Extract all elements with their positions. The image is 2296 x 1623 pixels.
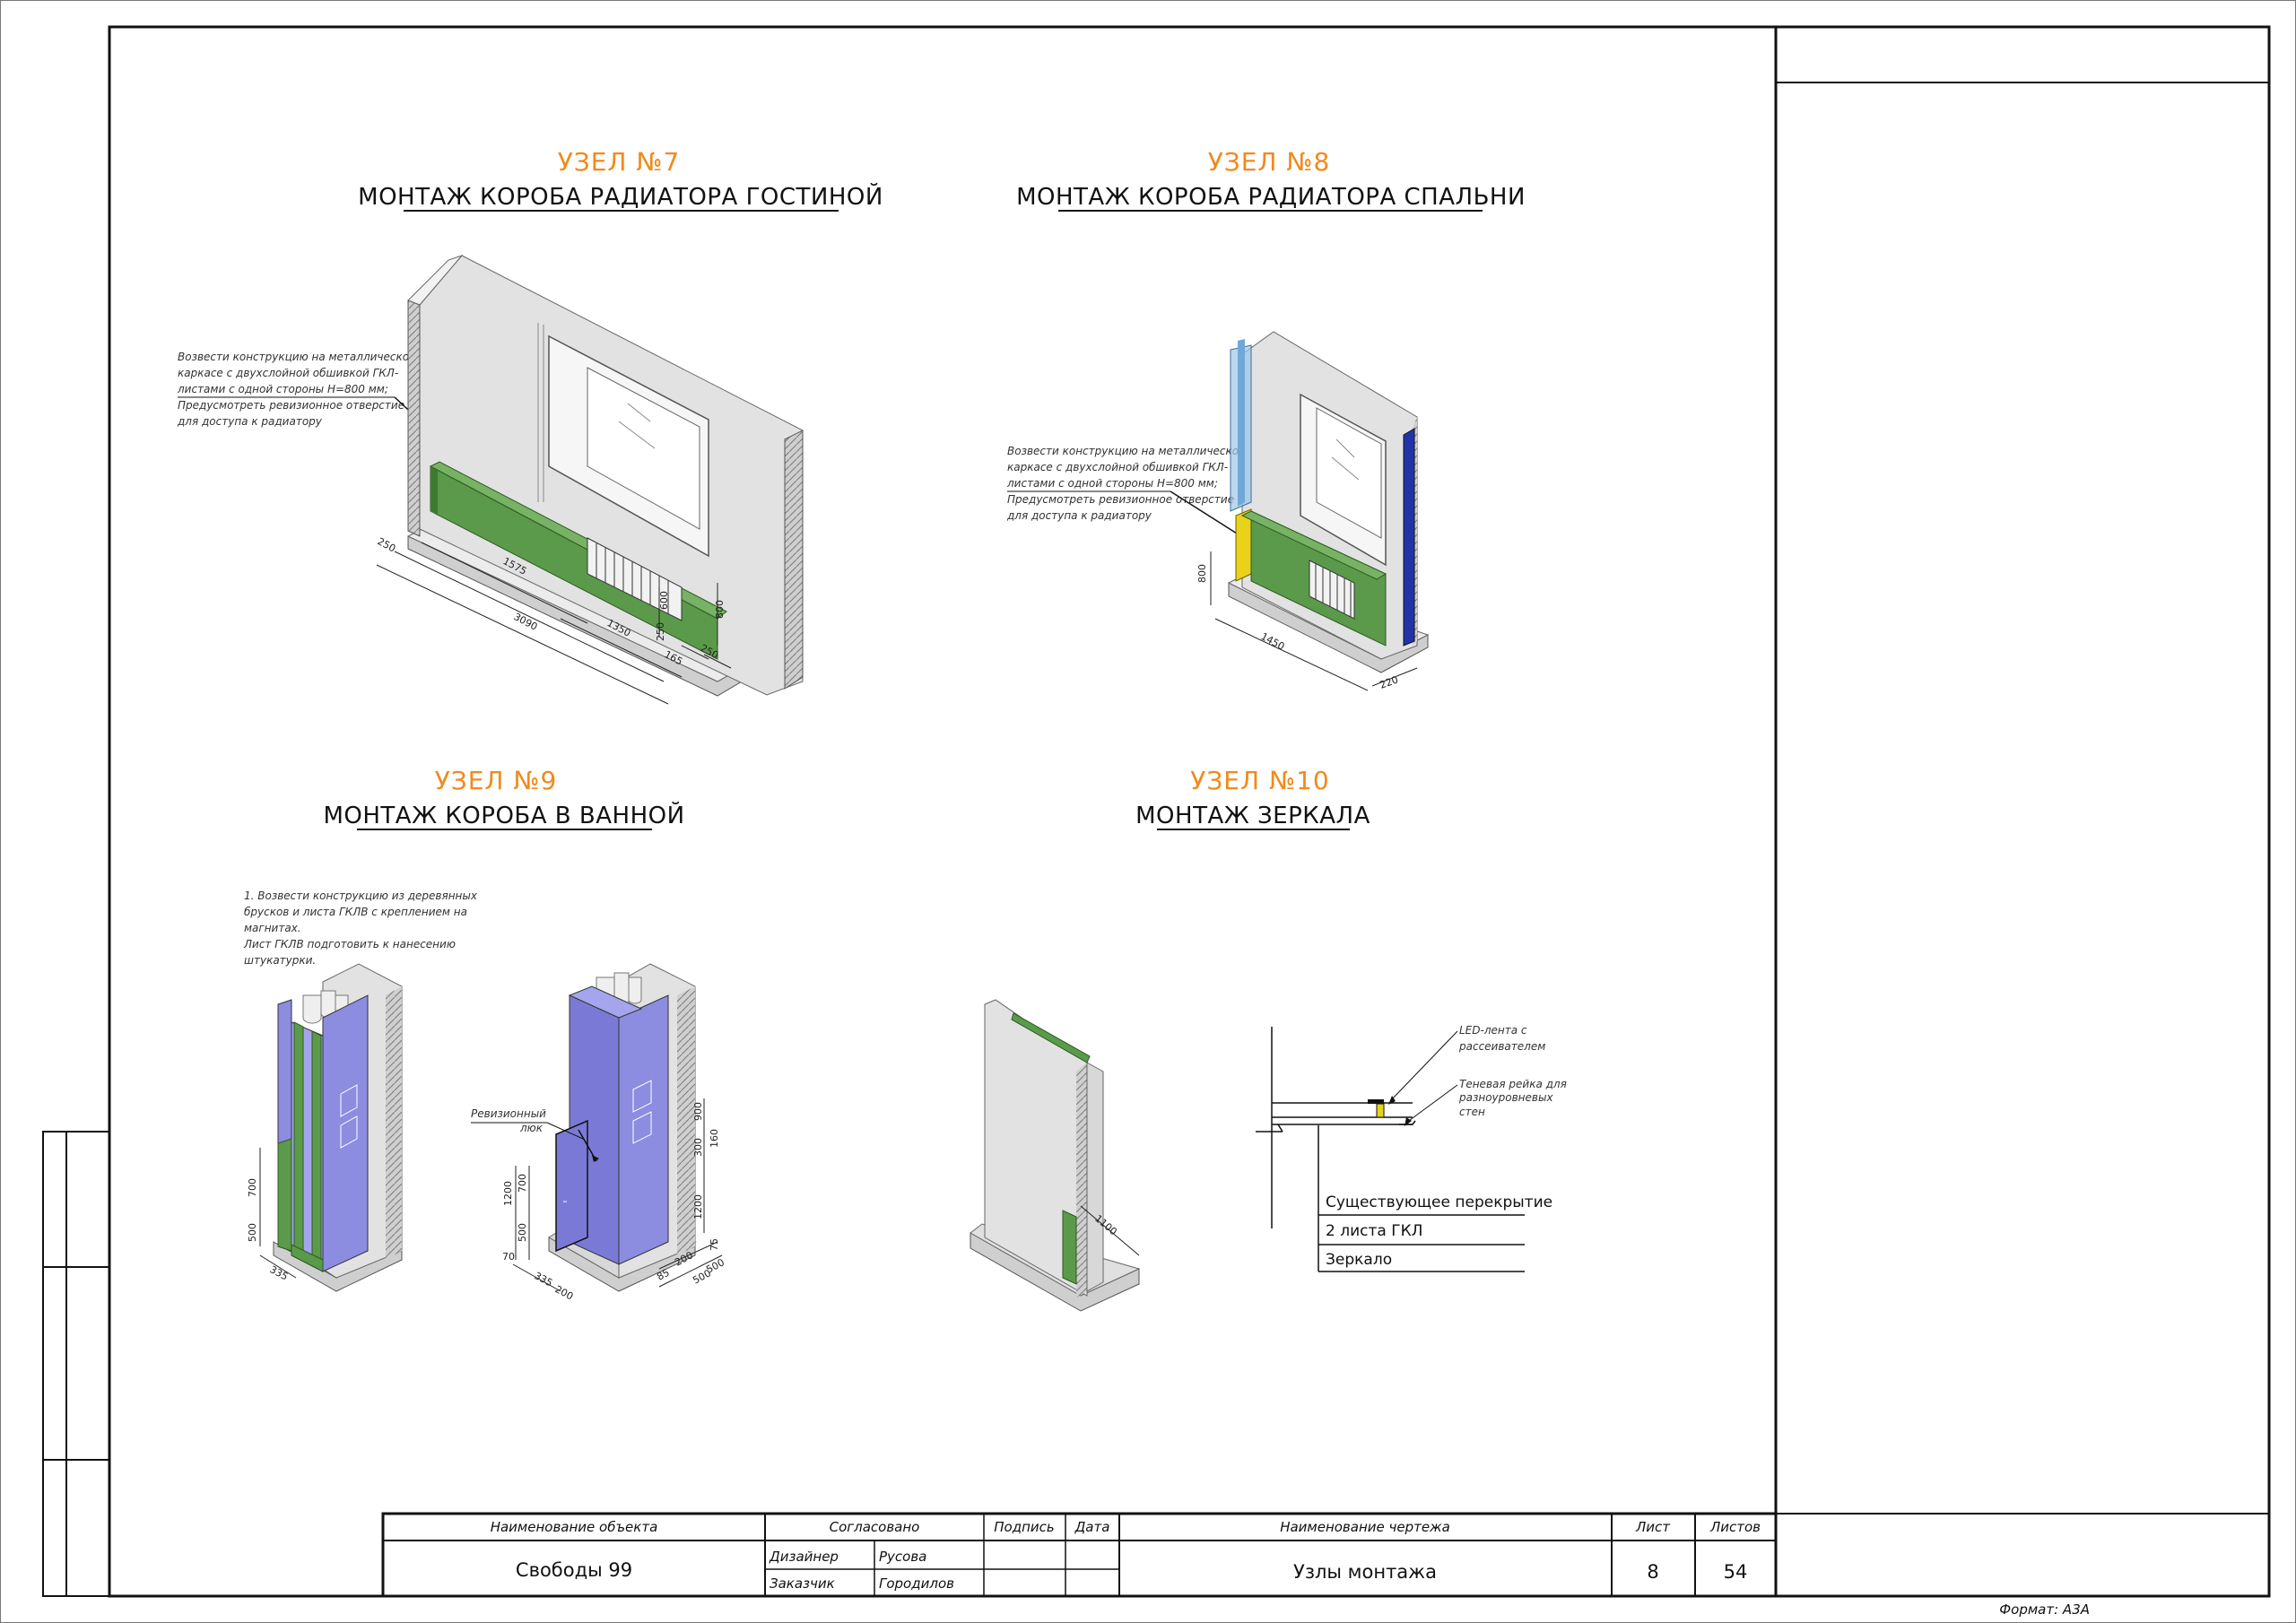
layer-2: Зеркало	[1326, 1251, 1392, 1269]
svg-text:Возвести конструкцию на металл: Возвести конструкцию на металлическом	[1007, 445, 1247, 457]
callout-led: LED-лента с	[1459, 1024, 1527, 1037]
node-8-note: Возвести конструкцию на металлическом ка…	[1006, 445, 1301, 575]
svg-text:для доступа к радиатору: для доступа к радиатору	[1006, 509, 1152, 522]
node-7-note: Возвести конструкцию на металлическом ка…	[177, 351, 490, 485]
node-10-isometric: 1100	[970, 999, 1141, 1312]
node-10-section: LED-лента с рассеивателем Теневая рейка …	[1256, 1024, 1567, 1272]
stamp-role-1: Дизайнер	[769, 1549, 839, 1565]
svg-text:магнитах.: магнитах.	[244, 922, 301, 934]
svg-text:250: 250	[655, 622, 666, 641]
svg-text:Лист ГКЛВ подготовить к нанесе: Лист ГКЛВ подготовить к нанесению	[243, 938, 456, 950]
node-9-number: УЗЕЛ №9	[435, 766, 558, 795]
node-8-isometric: 800 1450 220	[1196, 331, 1430, 691]
stamp-col-date: Дата	[1074, 1519, 1110, 1535]
stamp-col-approved: Согласовано	[830, 1519, 920, 1535]
stamp-col-drawing: Наименование чертежа	[1280, 1519, 1450, 1535]
svg-text:220: 220	[1378, 673, 1400, 690]
stamp-sheet-number: 8	[1647, 1561, 1658, 1583]
svg-text:Предусмотреть ревизионное отве: Предусмотреть ревизионное отверстие	[178, 399, 404, 412]
svg-text:250: 250	[376, 535, 398, 554]
node-8-number: УЗЕЛ №8	[1208, 147, 1331, 177]
svg-text:штукатурки.: штукатурки.	[244, 954, 316, 967]
svg-text:1450: 1450	[1259, 630, 1287, 653]
svg-text:600: 600	[658, 591, 670, 610]
stamp-name-1: Русова	[879, 1549, 926, 1565]
svg-text:1. Возвести конструкцию из дер: 1. Возвести конструкцию из деревянных	[244, 890, 478, 902]
node-7-title: МОНТАЖ КОРОБА РАДИАТОРА ГОСТИНОЙ	[358, 182, 883, 211]
svg-text:500: 500	[517, 1223, 528, 1242]
svg-text:700: 700	[247, 1178, 258, 1197]
stamp-sheets-total: 54	[1724, 1561, 1748, 1583]
stamp-name-2: Городилов	[879, 1575, 954, 1592]
revision-hatch-label: Ревизионный	[471, 1107, 546, 1120]
svg-text:700: 700	[517, 1174, 528, 1193]
svg-text:335: 335	[268, 1263, 291, 1282]
svg-text:200: 200	[553, 1283, 576, 1302]
svg-text:85: 85	[655, 1267, 671, 1283]
svg-text:300: 300	[692, 1138, 704, 1157]
svg-text:800: 800	[714, 600, 726, 619]
callout-shadow-rail: Теневая рейка для	[1459, 1078, 1567, 1090]
stamp-col-sign: Подпись	[994, 1519, 1054, 1535]
node-9-note: 1. Возвести конструкцию из деревянных бр…	[243, 890, 478, 967]
stamp-role-2: Заказчик	[770, 1575, 835, 1592]
svg-text:разноуровневых: разноуровневых	[1458, 1091, 1553, 1104]
svg-text:листами с одной стороны H=800: листами с одной стороны H=800 мм;	[177, 383, 388, 395]
node-10: УЗЕЛ №10 МОНТАЖ ЗЕРКАЛА 1100	[970, 766, 1567, 1312]
svg-text:Предусмотреть ревизионное отве: Предусмотреть ревизионное отверстие	[1007, 493, 1234, 506]
svg-text:1200: 1200	[502, 1181, 514, 1206]
node-8: УЗЕЛ №8 МОНТАЖ КОРОБА РАДИАТОРА СПАЛЬНИ …	[1006, 147, 1526, 691]
stamp-drawing-name: Узлы монтажа	[1293, 1561, 1437, 1583]
node-10-number: УЗЕЛ №10	[1190, 766, 1329, 795]
stamp-col-sheets: Листов	[1709, 1519, 1761, 1535]
svg-text:рассеивателем: рассеивателем	[1458, 1040, 1545, 1053]
svg-text:70: 70	[502, 1251, 515, 1263]
svg-text:листами с одной стороны H=800: листами с одной стороны H=800 мм;	[1006, 477, 1218, 490]
svg-text:3090: 3090	[512, 611, 540, 633]
node-7: УЗЕЛ №7 МОНТАЖ КОРОБА РАДИАТОРА ГОСТИНОЙ…	[177, 147, 883, 705]
svg-text:стен: стен	[1459, 1106, 1485, 1118]
node-8-title: МОНТАЖ КОРОБА РАДИАТОРА СПАЛЬНИ	[1016, 184, 1526, 211]
svg-text:160: 160	[709, 1129, 720, 1148]
title-block: Наименование объекта Согласовано Подпись…	[381, 1512, 1778, 1598]
layer-legend: Существующее перекрытие 2 листа ГКЛ Зерк…	[1318, 1125, 1552, 1272]
node-9-iso-right: Ревизионный люк 1200 700 500 70 335 200 …	[471, 963, 726, 1303]
svg-text:500: 500	[704, 1256, 726, 1275]
node-10-title: МОНТАЖ ЗЕРКАЛА	[1135, 803, 1370, 829]
node-7-isometric: 250 1575 3090 1350 800 600 250 165 250	[376, 254, 804, 705]
svg-text:для доступа к радиатору: для доступа к радиатору	[177, 415, 323, 428]
format-label: Формат: А3А	[1999, 1601, 2090, 1618]
node-7-number: УЗЕЛ №7	[558, 147, 681, 177]
stamp-object: Свободы 99	[516, 1559, 632, 1581]
stamp-col-object: Наименование объекта	[491, 1519, 658, 1535]
layer-0: Существующее перекрытие	[1326, 1193, 1552, 1211]
binding-strips	[42, 1131, 110, 1597]
svg-text:брусков и листа ГКЛВ с креплен: брусков и листа ГКЛВ с креплением на	[244, 906, 467, 918]
svg-text:люк: люк	[519, 1122, 544, 1134]
svg-text:500: 500	[247, 1223, 258, 1242]
svg-text:800: 800	[1196, 564, 1208, 583]
svg-text:каркасе с двухслойной обшивкой: каркасе с двухслойной обшивкой ГКЛ-	[178, 367, 398, 379]
node-9: УЗЕЛ №9 МОНТАЖ КОРОБА В ВАННОЙ 1. Возвес…	[243, 766, 726, 1303]
svg-text:1200: 1200	[692, 1194, 704, 1219]
svg-text:900: 900	[692, 1102, 704, 1121]
node-9-title: МОНТАЖ КОРОБА В ВАННОЙ	[323, 801, 684, 829]
svg-text:Возвести конструкцию на металл: Возвести конструкцию на металлическом	[178, 351, 417, 363]
layer-1: 2 листа ГКЛ	[1326, 1222, 1422, 1240]
svg-text:75: 75	[709, 1238, 720, 1251]
svg-text:каркасе с двухслойной обшивкой: каркасе с двухслойной обшивкой ГКЛ-	[1007, 461, 1228, 473]
node-9-iso-left: 700 500 335	[247, 963, 403, 1292]
stamp-col-sheet: Лист	[1635, 1519, 1671, 1535]
